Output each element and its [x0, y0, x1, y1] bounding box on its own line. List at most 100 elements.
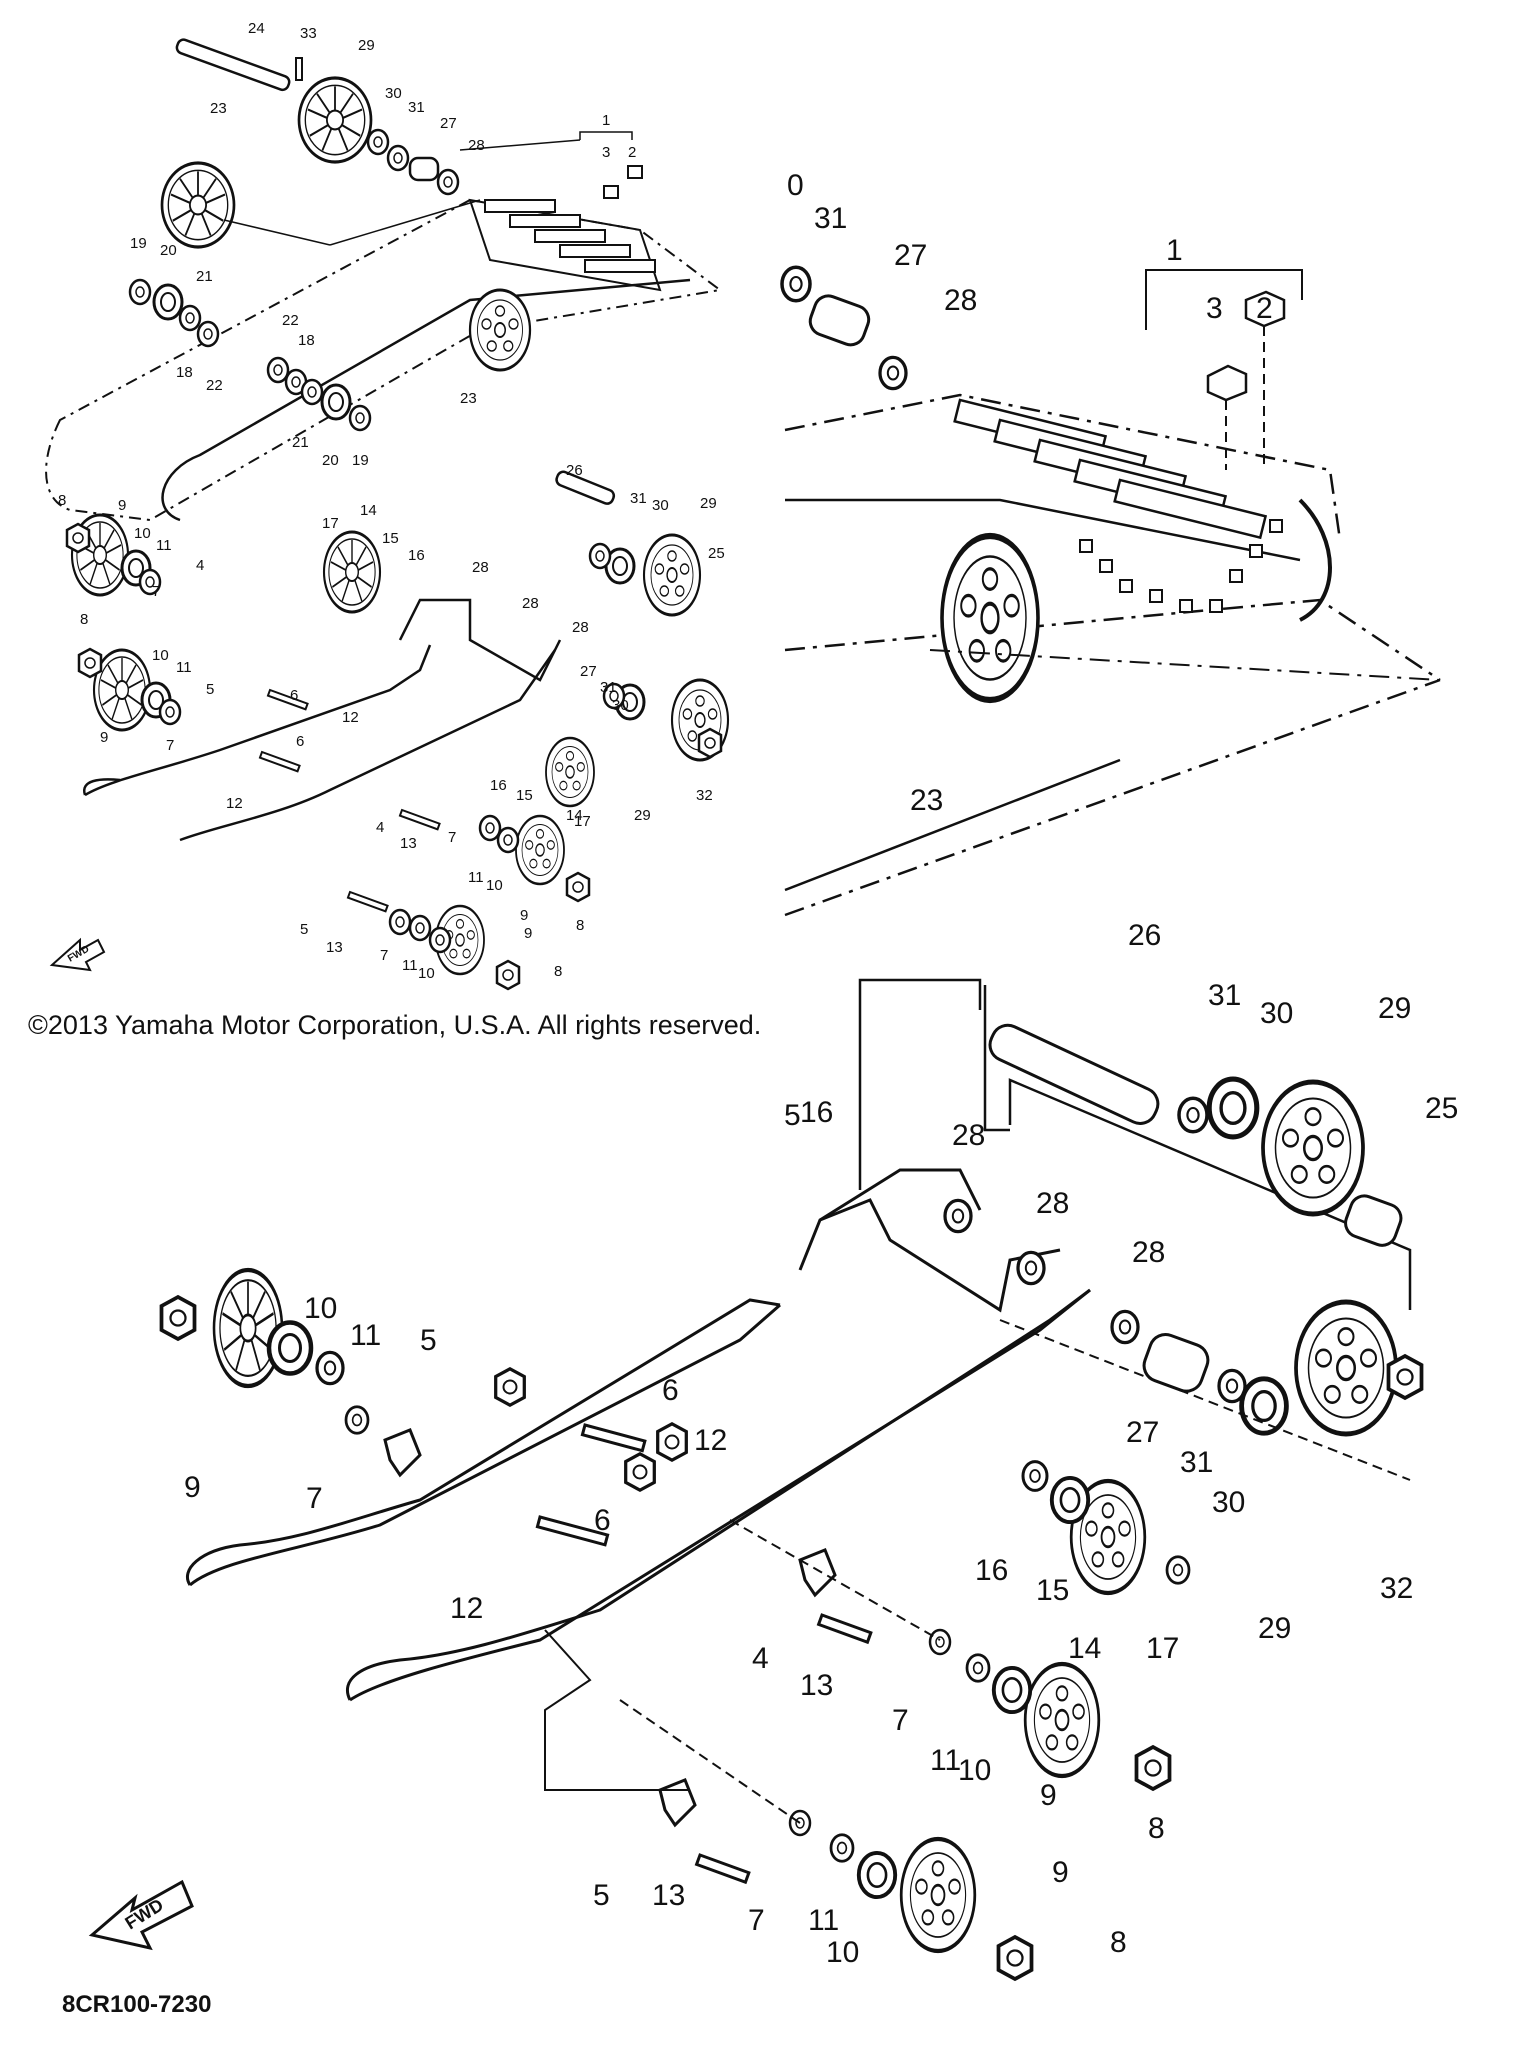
detail-callout-27: 27 — [894, 239, 927, 272]
overview-callout-18: 18 — [298, 332, 315, 349]
detail-callout-29: 29 — [1378, 992, 1411, 1025]
overview-callout-16: 16 — [490, 777, 507, 794]
overview-callout-28: 28 — [522, 595, 539, 612]
overview-callout-5: 5 — [206, 681, 214, 698]
detail-callout-2: 2 — [1256, 292, 1273, 325]
overview-callout-23: 23 — [210, 100, 227, 117]
overview-callout-11: 11 — [402, 957, 418, 974]
overview-callout-5: 5 — [300, 921, 308, 938]
detail-callout-23: 23 — [910, 784, 943, 817]
detail-callout-15: 15 — [1036, 1574, 1069, 1607]
overview-callout-21: 21 — [292, 434, 309, 451]
detail-callout-7: 7 — [748, 1904, 765, 1937]
overview-callout-4: 4 — [376, 819, 384, 836]
detail-callout-6: 6 — [594, 1504, 611, 1537]
overview-callout-7: 7 — [380, 947, 388, 964]
detail-callout-5: 5 — [420, 1324, 437, 1357]
detail-callout-11: 11 — [930, 1744, 961, 1777]
overview-callout-19: 19 — [130, 235, 147, 252]
detail-callout-28: 28 — [952, 1119, 985, 1152]
overview-callout-30: 30 — [612, 697, 629, 714]
overview-callout-32: 32 — [696, 787, 713, 804]
overview-callout-3: 3 — [602, 144, 610, 161]
detail-callout-8: 8 — [1148, 1812, 1165, 1845]
detail-callout-4: 4 — [752, 1642, 769, 1675]
overview-callout-26: 26 — [566, 462, 583, 479]
overview-callout-12: 12 — [226, 795, 243, 812]
detail-callout-13: 13 — [652, 1879, 685, 1912]
overview-callout-28: 28 — [468, 137, 485, 154]
overview-callout-8: 8 — [58, 492, 66, 509]
detail-callout-32: 32 — [1380, 1572, 1413, 1605]
overview-callout-23: 23 — [460, 390, 477, 407]
overview-callout-6: 6 — [296, 733, 304, 750]
overview-callout-22: 22 — [206, 377, 223, 394]
overview-callout-7: 7 — [166, 737, 174, 754]
fwd-arrow-small-icon: FWD — [49, 937, 106, 972]
detail-callout-6: 6 — [662, 1374, 679, 1407]
suspension-detail: FWD 8CR100-7230 — [62, 978, 1424, 2018]
overview-callout-8: 8 — [80, 611, 88, 628]
track-detail — [780, 265, 1441, 917]
detail-callout-8: 8 — [1110, 1926, 1127, 1959]
overview-callout-16: 16 — [408, 547, 425, 564]
overview-callout-9: 9 — [524, 925, 532, 942]
detail-callout-26: 26 — [1128, 919, 1161, 952]
detail-callout-12: 12 — [694, 1424, 727, 1457]
detail-callout-31: 31 — [814, 202, 847, 235]
detail-callout-31: 31 — [1180, 1446, 1213, 1479]
detail-callout-28: 28 — [1132, 1236, 1165, 1269]
diagram-code: 8CR100-7230 — [62, 1991, 211, 2018]
overview-diagram: FWD — [45, 38, 730, 991]
detail-callout-17: 17 — [1146, 1632, 1179, 1665]
detail-callout-14: 14 — [1068, 1632, 1101, 1665]
overview-callout-10: 10 — [134, 525, 151, 542]
overview-callout-13: 13 — [400, 835, 417, 852]
overview-callout-31: 31 — [408, 99, 425, 116]
overview-callout-10: 10 — [418, 965, 435, 982]
detail-callout-9: 9 — [184, 1471, 201, 1504]
copyright-text: ©2013 Yamaha Motor Corporation, U.S.A. A… — [28, 1010, 762, 1040]
overview-callout-15: 15 — [382, 530, 399, 547]
detail-callout-0: 0 — [787, 169, 804, 202]
overview-callout-11: 11 — [156, 537, 172, 554]
overview-callout-25: 25 — [708, 545, 725, 562]
detail-callout-27: 27 — [1126, 1416, 1159, 1449]
overview-callout-11: 11 — [176, 659, 192, 676]
overview-callout-8: 8 — [576, 917, 584, 934]
detail-callout-28: 28 — [944, 284, 977, 317]
detail-callout-10: 10 — [826, 1936, 859, 1969]
overview-callout-9: 9 — [100, 729, 108, 746]
overview-callout-29: 29 — [700, 495, 717, 512]
detail-callout-9: 9 — [1052, 1856, 1069, 1889]
overview-callout-24: 24 — [248, 20, 265, 37]
detail-callout-30: 30 — [1212, 1486, 1245, 1519]
overview-callout-28: 28 — [472, 559, 489, 576]
overview-callout-17: 17 — [322, 515, 339, 532]
overview-callout-14: 14 — [360, 502, 377, 519]
overview-callout-4: 4 — [196, 557, 204, 574]
detail-callout-25: 25 — [1425, 1092, 1458, 1125]
overview-callout-33: 33 — [300, 25, 317, 42]
detail-callout-31: 31 — [1208, 979, 1241, 1012]
overview-callout-2: 2 — [628, 144, 636, 161]
overview-callout-7: 7 — [448, 829, 456, 846]
detail-callout-30: 30 — [1260, 997, 1293, 1030]
detail-callout-10: 10 — [304, 1292, 337, 1325]
detail-callout-29: 29 — [1258, 1612, 1291, 1645]
overview-callout-28: 28 — [572, 619, 589, 636]
overview-callout-31: 31 — [630, 490, 647, 507]
detail-callout-10: 10 — [958, 1754, 991, 1787]
overview-callout-27: 27 — [580, 663, 597, 680]
detail-callout-28: 28 — [1036, 1187, 1069, 1220]
overview-callout-30: 30 — [385, 85, 402, 102]
detail-callout-1: 1 — [1166, 234, 1183, 267]
overview-callout-14: 14 — [566, 807, 583, 824]
detail-callout-7: 7 — [306, 1482, 323, 1515]
detail-callout-5: 5 — [784, 1099, 801, 1132]
overview-callout-10: 10 — [486, 877, 503, 894]
overview-callout-19: 19 — [352, 452, 369, 469]
overview-callout-31: 31 — [600, 679, 617, 696]
overview-callout-6: 6 — [290, 687, 298, 704]
